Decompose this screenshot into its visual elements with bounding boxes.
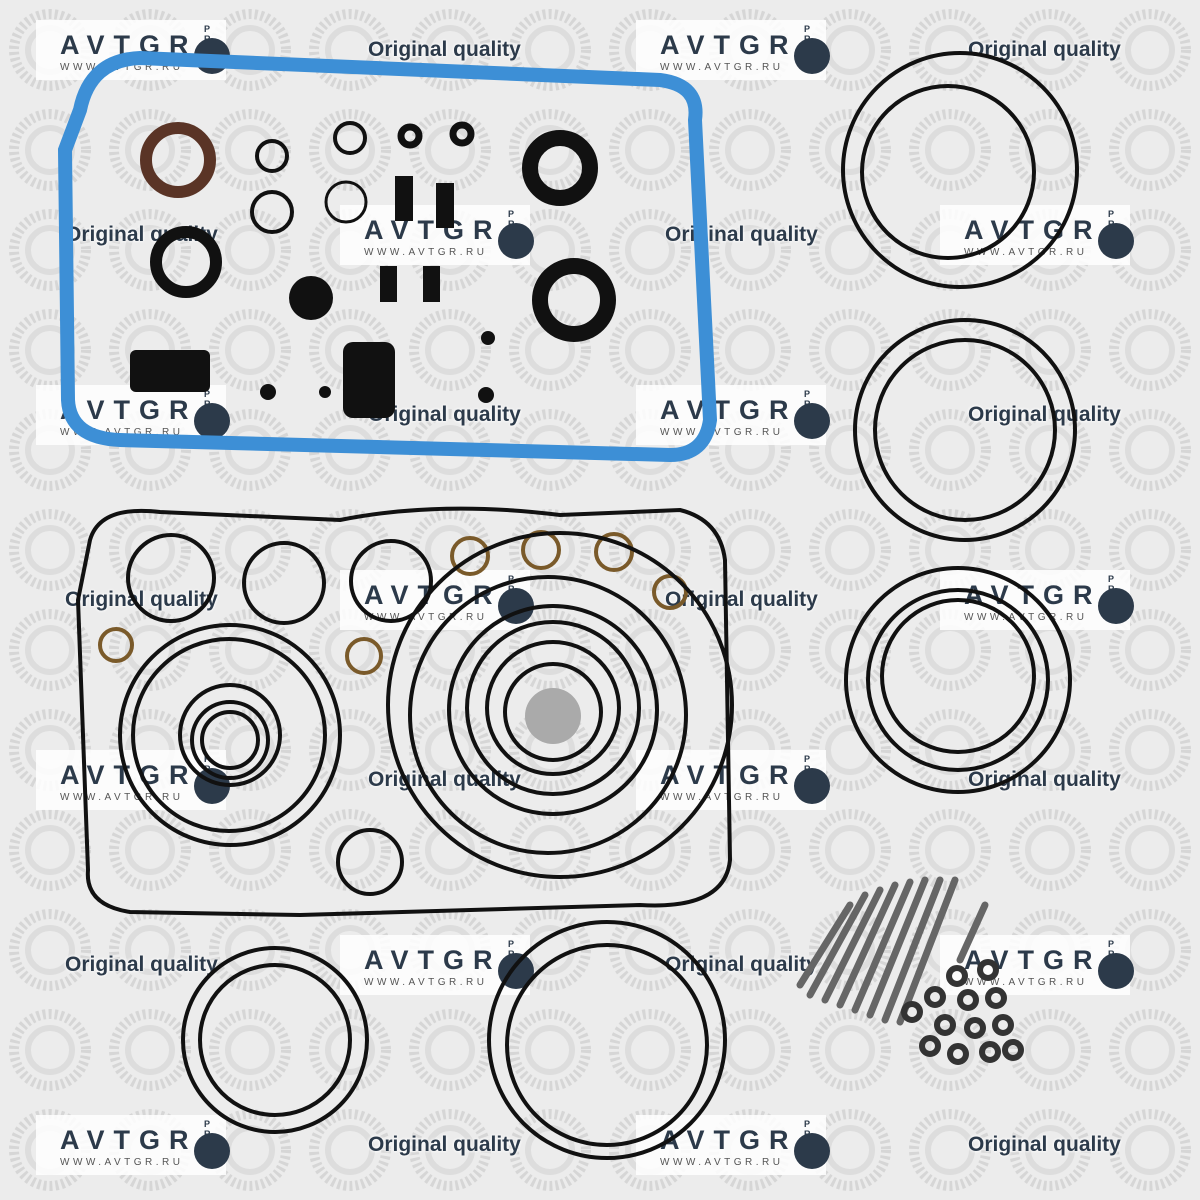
logo-url: WWW.AVTGR.RU	[660, 427, 784, 438]
gear-dial-icon	[794, 768, 830, 804]
logo-brand: AVTGR	[660, 30, 798, 60]
logo-brand: AVTGR	[660, 395, 798, 425]
original-quality-watermark: Original quality	[968, 403, 1121, 426]
logo-url: WWW.AVTGR.RU	[964, 977, 1088, 988]
original-quality-watermark: Original quality	[65, 953, 218, 976]
logo-brand: AVTGR	[60, 1125, 198, 1155]
logo-url: WWW.AVTGR.RU	[60, 427, 184, 438]
original-quality-watermark: Original quality	[368, 38, 521, 61]
logo-url: WWW.AVTGR.RU	[60, 1157, 184, 1168]
logo-brand: AVTGR	[364, 945, 502, 975]
logo-url: WWW.AVTGR.RU	[60, 792, 184, 803]
gear-dial-icon	[794, 403, 830, 439]
logo-brand: AVTGR	[964, 215, 1102, 245]
gear-dial-icon	[498, 223, 534, 259]
original-quality-watermark: Original quality	[968, 768, 1121, 791]
gear-dial-icon	[194, 403, 230, 439]
logo-url: WWW.AVTGR.RU	[660, 792, 784, 803]
gear-dial-icon	[1098, 953, 1134, 989]
logo-url: WWW.AVTGR.RU	[964, 247, 1088, 258]
logo-brand: AVTGR	[364, 215, 502, 245]
bolts	[796, 876, 989, 1026]
original-quality-watermark: Original quality	[968, 1133, 1121, 1156]
gear-dial-icon	[794, 38, 830, 74]
logo-url: WWW.AVTGR.RU	[364, 612, 488, 623]
gear-dial-icon	[194, 1133, 230, 1169]
gear-dial-icon	[794, 1133, 830, 1169]
logo-url: WWW.AVTGR.RU	[660, 62, 784, 73]
original-quality-watermark: Original quality	[368, 1133, 521, 1156]
original-quality-watermark: Original quality	[665, 588, 818, 611]
gear-dial-icon	[1098, 588, 1134, 624]
logo-url: WWW.AVTGR.RU	[660, 1157, 784, 1168]
oil-pan-gasket	[57, 50, 718, 463]
gear-dial-icon	[1098, 223, 1134, 259]
logo-brand: AVTGR	[660, 760, 798, 790]
original-quality-watermark: Original quality	[368, 403, 521, 426]
logo-url: WWW.AVTGR.RU	[364, 977, 488, 988]
original-quality-watermark: Original quality	[968, 38, 1121, 61]
logo-url: WWW.AVTGR.RU	[364, 247, 488, 258]
valve-body-gasket	[75, 506, 733, 918]
original-quality-watermark: Original quality	[65, 588, 218, 611]
